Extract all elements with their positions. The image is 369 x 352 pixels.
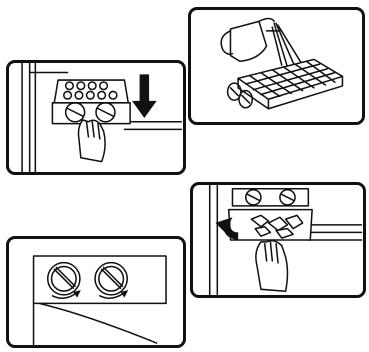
water-stream bbox=[272, 23, 302, 67]
step-remove-ice-panel bbox=[190, 182, 366, 298]
hand-icon bbox=[256, 241, 288, 292]
step-twist-knobs-panel bbox=[6, 236, 186, 348]
ice-bin-icon bbox=[229, 210, 312, 240]
pitcher-pouring-illustration bbox=[191, 10, 362, 122]
hand-icon bbox=[78, 120, 105, 162]
step-pour-water-panel bbox=[188, 7, 365, 125]
arrow-down-icon bbox=[132, 74, 157, 118]
twist-knobs-illustration bbox=[9, 239, 183, 345]
ice-tray-icon bbox=[228, 59, 343, 108]
ice-tray-icon bbox=[52, 80, 130, 124]
remove-ice-illustration bbox=[193, 185, 363, 295]
pitcher-icon bbox=[221, 19, 280, 62]
step-insert-tray-panel bbox=[6, 60, 186, 175]
insert-tray-illustration bbox=[9, 63, 183, 172]
